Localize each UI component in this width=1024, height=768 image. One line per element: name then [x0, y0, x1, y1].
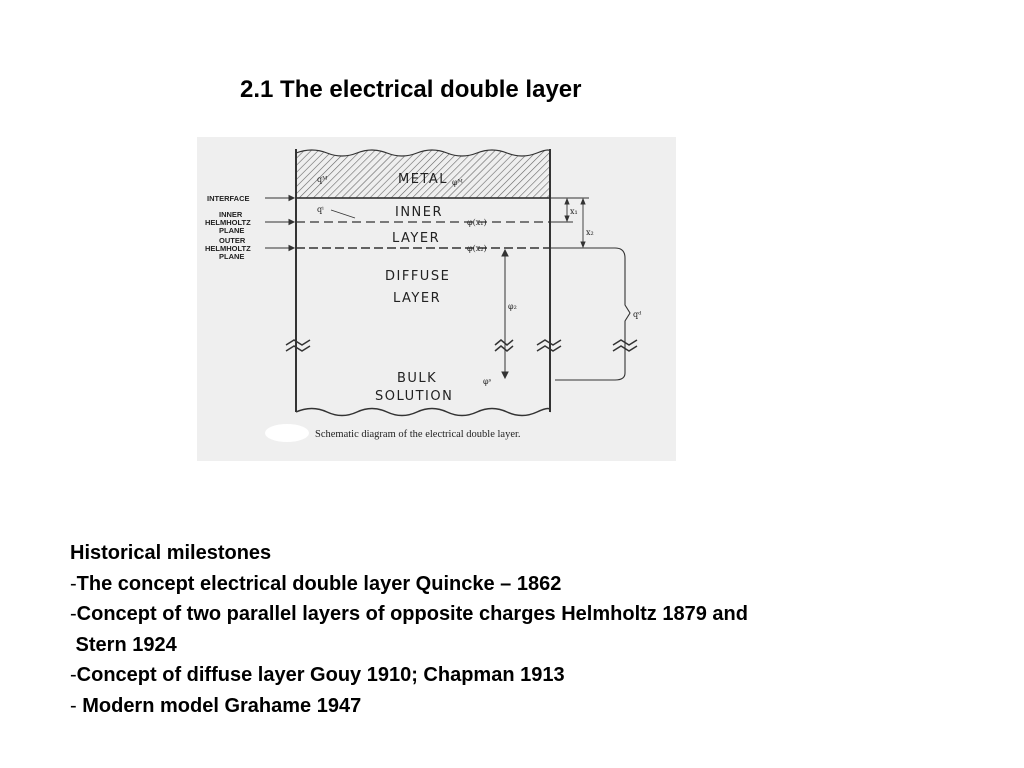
milestone-item: -Concept of diffuse layer Gouy 1910; Cha… [70, 660, 1010, 691]
symbol-x2: x₂ [586, 228, 594, 237]
label-interface: INTERFACE [207, 194, 250, 203]
left-pointers [265, 194, 296, 252]
symbol-q-diffuse: qᵈ [633, 310, 642, 319]
symbol-phi-metal: φᴹ [452, 178, 463, 187]
milestone-item: -The concept electrical double layer Qui… [70, 569, 1010, 600]
diffuse-charge-bracket [550, 247, 631, 381]
region-metal: METAL [398, 172, 448, 187]
label-outer: OUTER [219, 236, 246, 245]
milestones-heading: Historical milestones [70, 542, 272, 564]
milestone-text: Modern model Grahame 1947 [82, 694, 362, 717]
label-outer-helmholtz: HELMHOLTZ [205, 244, 251, 253]
slide-title: 2.1 The electrical double layer [240, 76, 582, 103]
label-outer-plane: PLANE [219, 252, 244, 261]
symbol-q-inner: qⁱ [317, 205, 324, 214]
region-inner: INNER [395, 205, 443, 220]
symbol-phi-x2: φ(x₂) [467, 244, 487, 253]
diffuse-potential-arrow [501, 248, 509, 380]
symbol-phi-diffuse: φ₂ [508, 302, 517, 311]
symbol-x1: x₁ [570, 207, 578, 216]
milestone-continuation: Stern 1924 [70, 633, 177, 656]
milestone-dash: - [70, 664, 77, 686]
milestone-dash: - [70, 694, 83, 717]
milestone-text: Concept of diffuse layer Gouy 1910; Chap… [76, 664, 565, 686]
historical-milestones: Historical milestones -The concept elect… [70, 538, 1010, 721]
double-layer-diagram: INTERFACE INNER HELMHOLTZ PLANE OUTER HE… [197, 137, 676, 461]
symbol-phi-solution: φˢ [483, 377, 492, 386]
milestone-item: - Modern model Grahame 1947 [70, 691, 1010, 722]
bottom-edge [295, 407, 551, 417]
metal-region [295, 149, 551, 199]
diagram-canvas: INTERFACE INNER HELMHOLTZ PLANE OUTER HE… [205, 149, 642, 442]
label-inner-plane: PLANE [219, 226, 244, 235]
region-solution: SOLUTION [375, 389, 453, 404]
figure-caption: Schematic diagram of the electrical doub… [315, 429, 521, 440]
symbol-phi-x1: φ(x₁) [467, 218, 487, 227]
region-layer-2: LAYER [393, 291, 441, 306]
milestone-item: -Concept of two parallel layers of oppos… [70, 599, 1010, 630]
region-diffuse: DIFFUSE [385, 269, 450, 284]
label-inner: INNER [219, 210, 243, 219]
label-inner-helmholtz: HELMHOLTZ [205, 218, 251, 227]
q-inner-pointer [330, 209, 356, 219]
symbol-q-metal: qᴹ [317, 175, 327, 184]
milestone-text: Concept of two parallel layers of opposi… [76, 603, 748, 625]
milestone-text: The concept electrical double layer Quin… [76, 572, 562, 595]
dimension-arrows [550, 197, 589, 249]
milestone-dash: - [70, 603, 77, 625]
region-layer-1: LAYER [392, 231, 440, 246]
break-marks [285, 339, 638, 352]
milestone-dash: - [70, 572, 77, 595]
scan-smudge [265, 424, 309, 442]
region-bulk: BULK [397, 371, 437, 386]
